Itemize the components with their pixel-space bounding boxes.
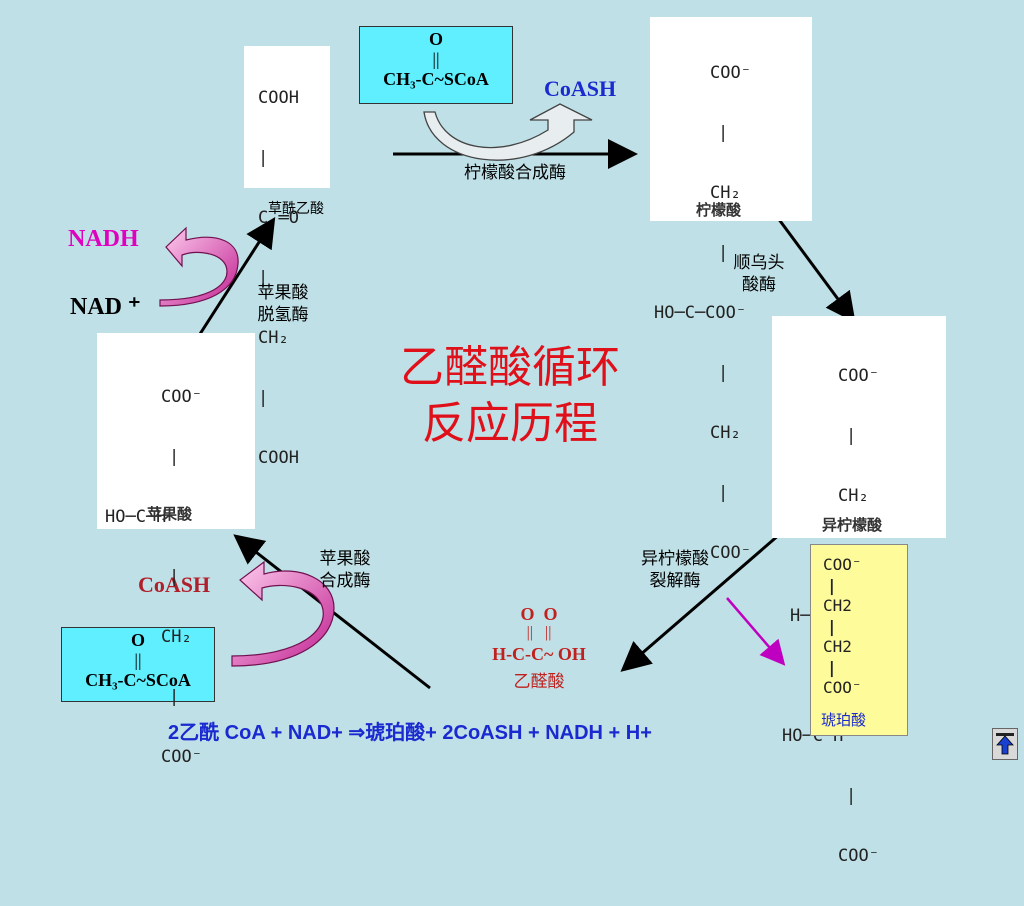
oxaloacetate-line: COOH [258, 448, 299, 468]
aconitase-label: 顺乌头 酸酶 [714, 252, 804, 296]
malate-line: | [169, 567, 180, 587]
citrate-line: HO─C─COO⁻ [654, 303, 747, 323]
acetylcoa-bond: || [432, 49, 440, 69]
aconitase-line-2: 酸酶 [742, 275, 776, 295]
title-line-2: 反应历程 [422, 398, 598, 449]
malate-line: | [169, 687, 180, 707]
glyoxylate: O O || || H-C-C~ OH 乙醛酸 [474, 604, 604, 698]
overall-equation: 2乙酰 CoA + NAD+ ⇒琥珀酸+ 2CoASH + NADH + H+ [168, 722, 652, 744]
malate-line: COO⁻ [161, 747, 202, 767]
coash-bottom-label: CoASH [138, 572, 211, 597]
succinate-box: COO⁻ | CH2 | CH2 | COO⁻ 琥珀酸 [810, 544, 908, 736]
aconitase-line-1: 顺乌头 [733, 253, 785, 273]
acetylcoa-o: O [130, 630, 145, 650]
coash-curve-arrow [231, 560, 335, 667]
malate-synthase-label: 苹果酸 合成酶 [300, 548, 390, 592]
isocitrate-line: COO⁻ [838, 846, 879, 866]
isocitrate-lyase-label: 异柠檬酸 裂解酶 [630, 548, 720, 592]
malate-line: CH₂ [161, 627, 192, 647]
acetylcoa-bottom-box: O || CH₃-C~SCoA [61, 627, 215, 702]
oxaloacetate-line: | [258, 388, 269, 408]
citrate-name: 柠檬酸 [696, 201, 742, 219]
isocitrate-line: CH₂ [838, 486, 869, 506]
succinate-line: | [827, 575, 837, 595]
succinate-line: COO⁻ [823, 555, 862, 574]
succinate-name: 琥珀酸 [821, 711, 867, 729]
citrate-panel: COO⁻ | CH₂ | HO─C─COO⁻ | CH₂ | COO⁻ 柠檬酸 [650, 17, 812, 563]
oxaloacetate-line: | [258, 148, 269, 168]
succinate-line: CH2 [823, 637, 852, 656]
diagram-title: 乙醛酸循环 反应历程 [360, 340, 660, 452]
isocitrate-line: COO⁻ [838, 366, 879, 386]
malate-dh-line-1: 苹果酸 [257, 283, 309, 303]
citrate-line: COO⁻ [710, 543, 751, 563]
malate-line: | [169, 447, 180, 467]
nad-label: NAD ⁺ [70, 294, 141, 320]
title-line-1: 乙醛酸循环 [400, 342, 620, 393]
arrow-isocitrate-to-glyoxylate [620, 513, 803, 672]
oxaloacetate-name: 草酰乙酸 [268, 201, 324, 217]
glyoxylate-bond-line: || || [526, 624, 552, 641]
pathway-arrows [159, 103, 856, 690]
succinate-line: CH2 [823, 596, 852, 615]
malate-dh-line-2: 脱氢酶 [257, 305, 309, 325]
coash-top-label: CoASH [544, 76, 617, 101]
succinate-line: COO⁻ [823, 678, 862, 697]
malate-synthase-line-1: 苹果酸 [319, 549, 371, 569]
glyoxylate-o-line: O O [520, 604, 558, 624]
glyoxylate-name: 乙醛酸 [513, 672, 565, 692]
malate-line: COO⁻ [161, 387, 202, 407]
isocitrate-lyase-line-2: 裂解酶 [649, 571, 701, 591]
oxaloacetate-line: C ═O [258, 208, 299, 228]
glyoxylate-formula: H-C-C~ OH [492, 644, 586, 664]
oxaloacetate-panel: COOH | C ═O | CH₂ | COOH [244, 46, 330, 468]
nadh-curve-arrow [159, 226, 239, 307]
malate-synthase-line-2: 合成酶 [319, 571, 371, 591]
oxaloacetate-line: | [258, 268, 269, 288]
citrate-line: CH₂ [710, 423, 741, 443]
malate-dehydrogenase-label: 苹果酸 脱氢酶 [238, 282, 328, 326]
arrow-isocitrate-to-succinate [726, 597, 786, 666]
succinate-line: | [827, 616, 837, 636]
oxaloacetate-line: CH₂ [258, 328, 289, 348]
acetylcoa-bond: || [134, 650, 142, 670]
acetylcoa-top-box: O || CH₃-C~SCoA [359, 26, 513, 104]
citrate-line: | [718, 243, 729, 263]
malate-line: HO─C─H [105, 507, 167, 527]
isocitrate-line: | [846, 426, 857, 446]
oxaloacetate-line: COOH [258, 88, 299, 108]
acetylcoa-formula: CH₃-C~SCoA [85, 670, 191, 690]
isocitrate-name: 异柠檬酸 [822, 516, 883, 534]
acetylcoa-formula: CH₃-C~SCoA [383, 69, 489, 89]
citrate-synthase-label: 柠檬酸合成酶 [464, 163, 566, 183]
malate-panel: COO⁻ | HO─C─H | CH₂ | COO⁻ 苹果酸 [97, 333, 255, 767]
arrow-citrate-to-isocitrate [770, 209, 856, 323]
citrate-line: | [718, 483, 729, 503]
citrate-line: COO⁻ [710, 63, 751, 83]
isocitrate-line: | [846, 786, 857, 806]
isocitrate-lyase-line-1: 异柠檬酸 [641, 549, 709, 569]
malate-name: 苹果酸 [147, 505, 193, 523]
succinate-line: | [827, 657, 837, 677]
home-up-icon[interactable] [992, 728, 1018, 760]
citrate-line: | [718, 363, 729, 383]
acetylcoa-curve-arrow [423, 103, 593, 161]
citrate-line: | [718, 123, 729, 143]
citrate-line: CH₂ [710, 183, 741, 203]
nadh-label: NADH [68, 226, 139, 252]
acetylcoa-o: O [428, 29, 443, 49]
isocitrate-panel: COO⁻ | CH₂ | H─C─COO⁻ | HO─C─H | COO⁻ 异柠… [772, 316, 946, 866]
